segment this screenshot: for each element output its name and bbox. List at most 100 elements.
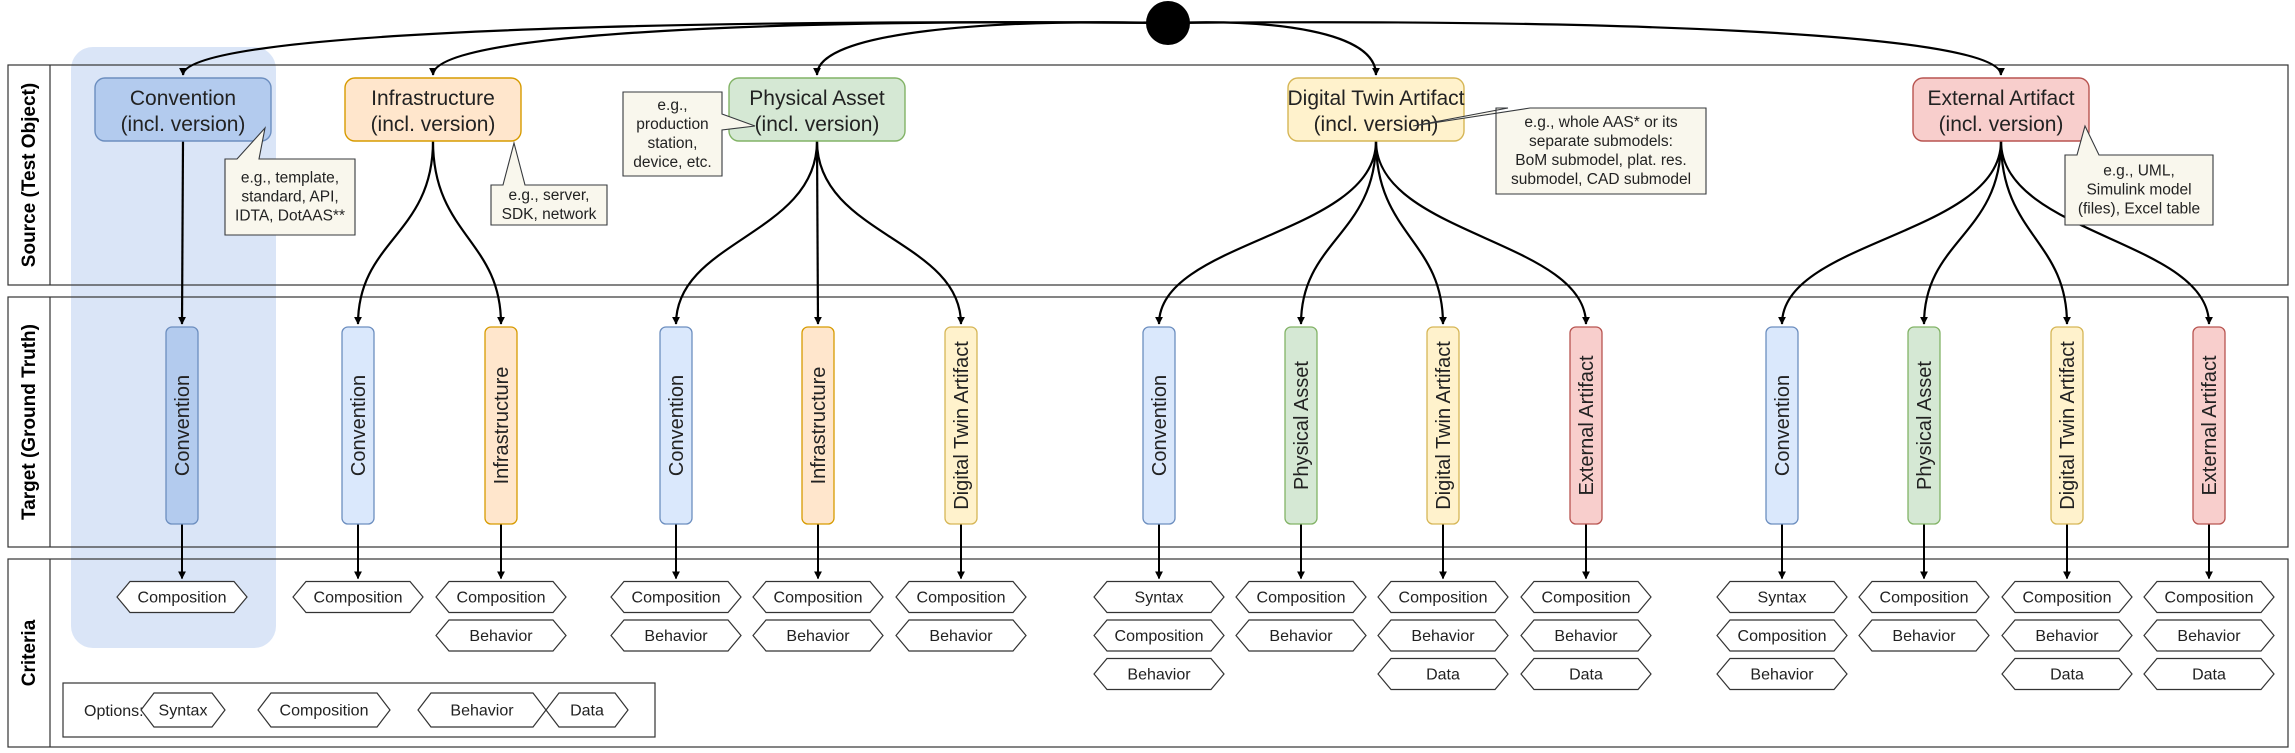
note-dta: e.g., whole AAS* or its separate submodel… [1412,107,1707,195]
criterion-syntax-label: Syntax [1135,590,1184,607]
target-label: Digital Twin Artifact [1433,341,1455,510]
target-dta-digital-twin-artifact: Digital Twin Artifact [1426,326,1460,525]
edge-external-to-external-artifact [1999,140,2213,325]
target-external-convention: Convention [1765,326,1799,525]
edge-dta-to-physical-asset [1297,140,1378,325]
criterion-behavior-label: Behavior [1750,667,1814,684]
note-external: e.g., UML,Simulink model(files), Excel t… [2064,124,2214,226]
criterion-composition-label: Composition [774,590,863,607]
criterion-composition-label: Composition [1542,590,1631,607]
source-convention-title: Convention [130,87,236,110]
target-label: External Artifact [1576,355,1598,496]
target-physical-convention: Convention [659,326,693,525]
note-dta-line: separate submodels: [1529,133,1673,150]
criterion-composition: Composition [2143,580,2275,614]
criterion-composition: Composition [292,580,424,614]
criterion-data-label: Data [1426,667,1460,684]
criterion-syntax: Syntax [1093,580,1225,614]
edge-dta-to-digital-twin-artifact [1374,140,1447,325]
target-dta-convention: Convention [1142,326,1176,525]
note-physical: e.g., production station, device, etc. [622,91,756,177]
lane-target: Target (Ground Truth) [7,296,2289,548]
edge-start-to-external [1167,21,2005,76]
criterion-composition: Composition [610,580,742,614]
target-label: Convention [1772,375,1794,476]
edge-external-to-digital-twin-artifact [1999,140,2071,325]
criterion-composition-label: Composition [1257,590,1346,607]
note-infrastructure-line: e.g., server, [509,187,590,204]
target-dta-physical-asset: Physical Asset [1284,326,1318,525]
option-composition: Composition [257,692,391,728]
option-data: Data [545,692,629,728]
edge-start-to-infrastructure [429,21,1169,76]
edge-physical-to-digital-twin-artifact [815,140,965,325]
criterion-behavior: Behavior [2001,619,2133,652]
lane-target-label: Target (Ground Truth) [19,324,40,520]
target-label: Infrastructure [808,367,830,485]
option-syntax-label: Syntax [159,703,208,720]
note-convention: e.g., template,standard, API,IDTA, DotAA… [224,126,356,236]
criterion-data: Data [1377,657,1509,691]
note-physical-line: station, [648,135,698,152]
target-label: Convention [172,375,194,476]
source-convention-version: (incl. version) [121,113,246,136]
option-syntax: Syntax [140,692,226,728]
edge-external-to-physical-asset [1920,140,2003,325]
criterion-behavior-label: Behavior [644,628,708,645]
criterion-behavior: Behavior [1520,619,1652,652]
lane-criteria: Criteria [7,558,2289,748]
criterion-behavior: Behavior [610,619,742,652]
option-behavior-label: Behavior [450,703,514,720]
criterion-composition: Composition [895,580,1027,614]
target-convention-convention: Convention [165,326,199,525]
criterion-composition: Composition [2001,580,2133,614]
options-label: Options: [84,703,144,720]
option-behavior: Behavior [417,692,547,728]
source-infrastructure: Infrastructure(incl. version) [344,77,522,142]
lane-source: Source (Test Object) [7,64,2289,286]
criterion-data: Data [1520,657,1652,691]
edge-dta-to-external-artifact [1374,140,1590,325]
note-physical-line: device, etc. [633,154,711,171]
start-node [1146,1,1190,45]
criterion-syntax: Syntax [1716,580,1848,614]
criterion-composition-label: Composition [632,590,721,607]
criterion-composition: Composition [1235,580,1367,614]
criterion-behavior-label: Behavior [2035,628,2099,645]
note-physical-line: e.g., [657,97,687,114]
edge-physical-to-infrastructure [813,140,822,325]
criterion-data: Data [2143,657,2275,691]
source-dta: Digital Twin Artifact(incl. version) [1287,77,1465,142]
note-external-line: e.g., UML, [2103,163,2175,180]
note-physical-line: production [636,116,708,133]
criterion-composition-label: Composition [1115,628,1204,645]
lane-criteria-label: Criteria [19,619,40,686]
edge-external-to-convention [1778,140,2003,325]
criterion-behavior-label: Behavior [1892,628,1956,645]
edge-infrastructure-to-infrastructure [431,140,505,325]
target-external-physical-asset: Physical Asset [1907,326,1941,525]
note-dta-line: e.g., whole AAS* or its [1524,114,1678,131]
criterion-behavior: Behavior [1093,657,1225,691]
criterion-behavior-label: Behavior [929,628,993,645]
source-external-version: (incl. version) [1939,113,2064,136]
target-label: Physical Asset [1291,361,1313,490]
options-legend: Options: Syntax Composition Behavior Data [62,682,656,738]
criterion-composition: Composition [1520,580,1652,614]
edge-dta-to-convention [1155,140,1378,325]
criterion-composition-label: Composition [2023,590,2112,607]
target-label: Digital Twin Artifact [951,341,973,510]
target-label: Convention [666,375,688,476]
target-dta-external-artifact: External Artifact [1569,326,1603,525]
edge-start-to-dta [1167,21,1380,76]
criterion-syntax-label: Syntax [1758,590,1807,607]
source-infrastructure-title: Infrastructure [371,87,495,110]
source-physical-title: Physical Asset [749,87,885,110]
criterion-composition-label: Composition [1738,628,1827,645]
criterion-behavior: Behavior [1235,619,1367,652]
target-label: Convention [348,375,370,476]
criterion-behavior-label: Behavior [1411,628,1475,645]
criterion-behavior-label: Behavior [786,628,850,645]
criterion-data: Data [2001,657,2133,691]
criterion-composition-label: Composition [314,590,403,607]
